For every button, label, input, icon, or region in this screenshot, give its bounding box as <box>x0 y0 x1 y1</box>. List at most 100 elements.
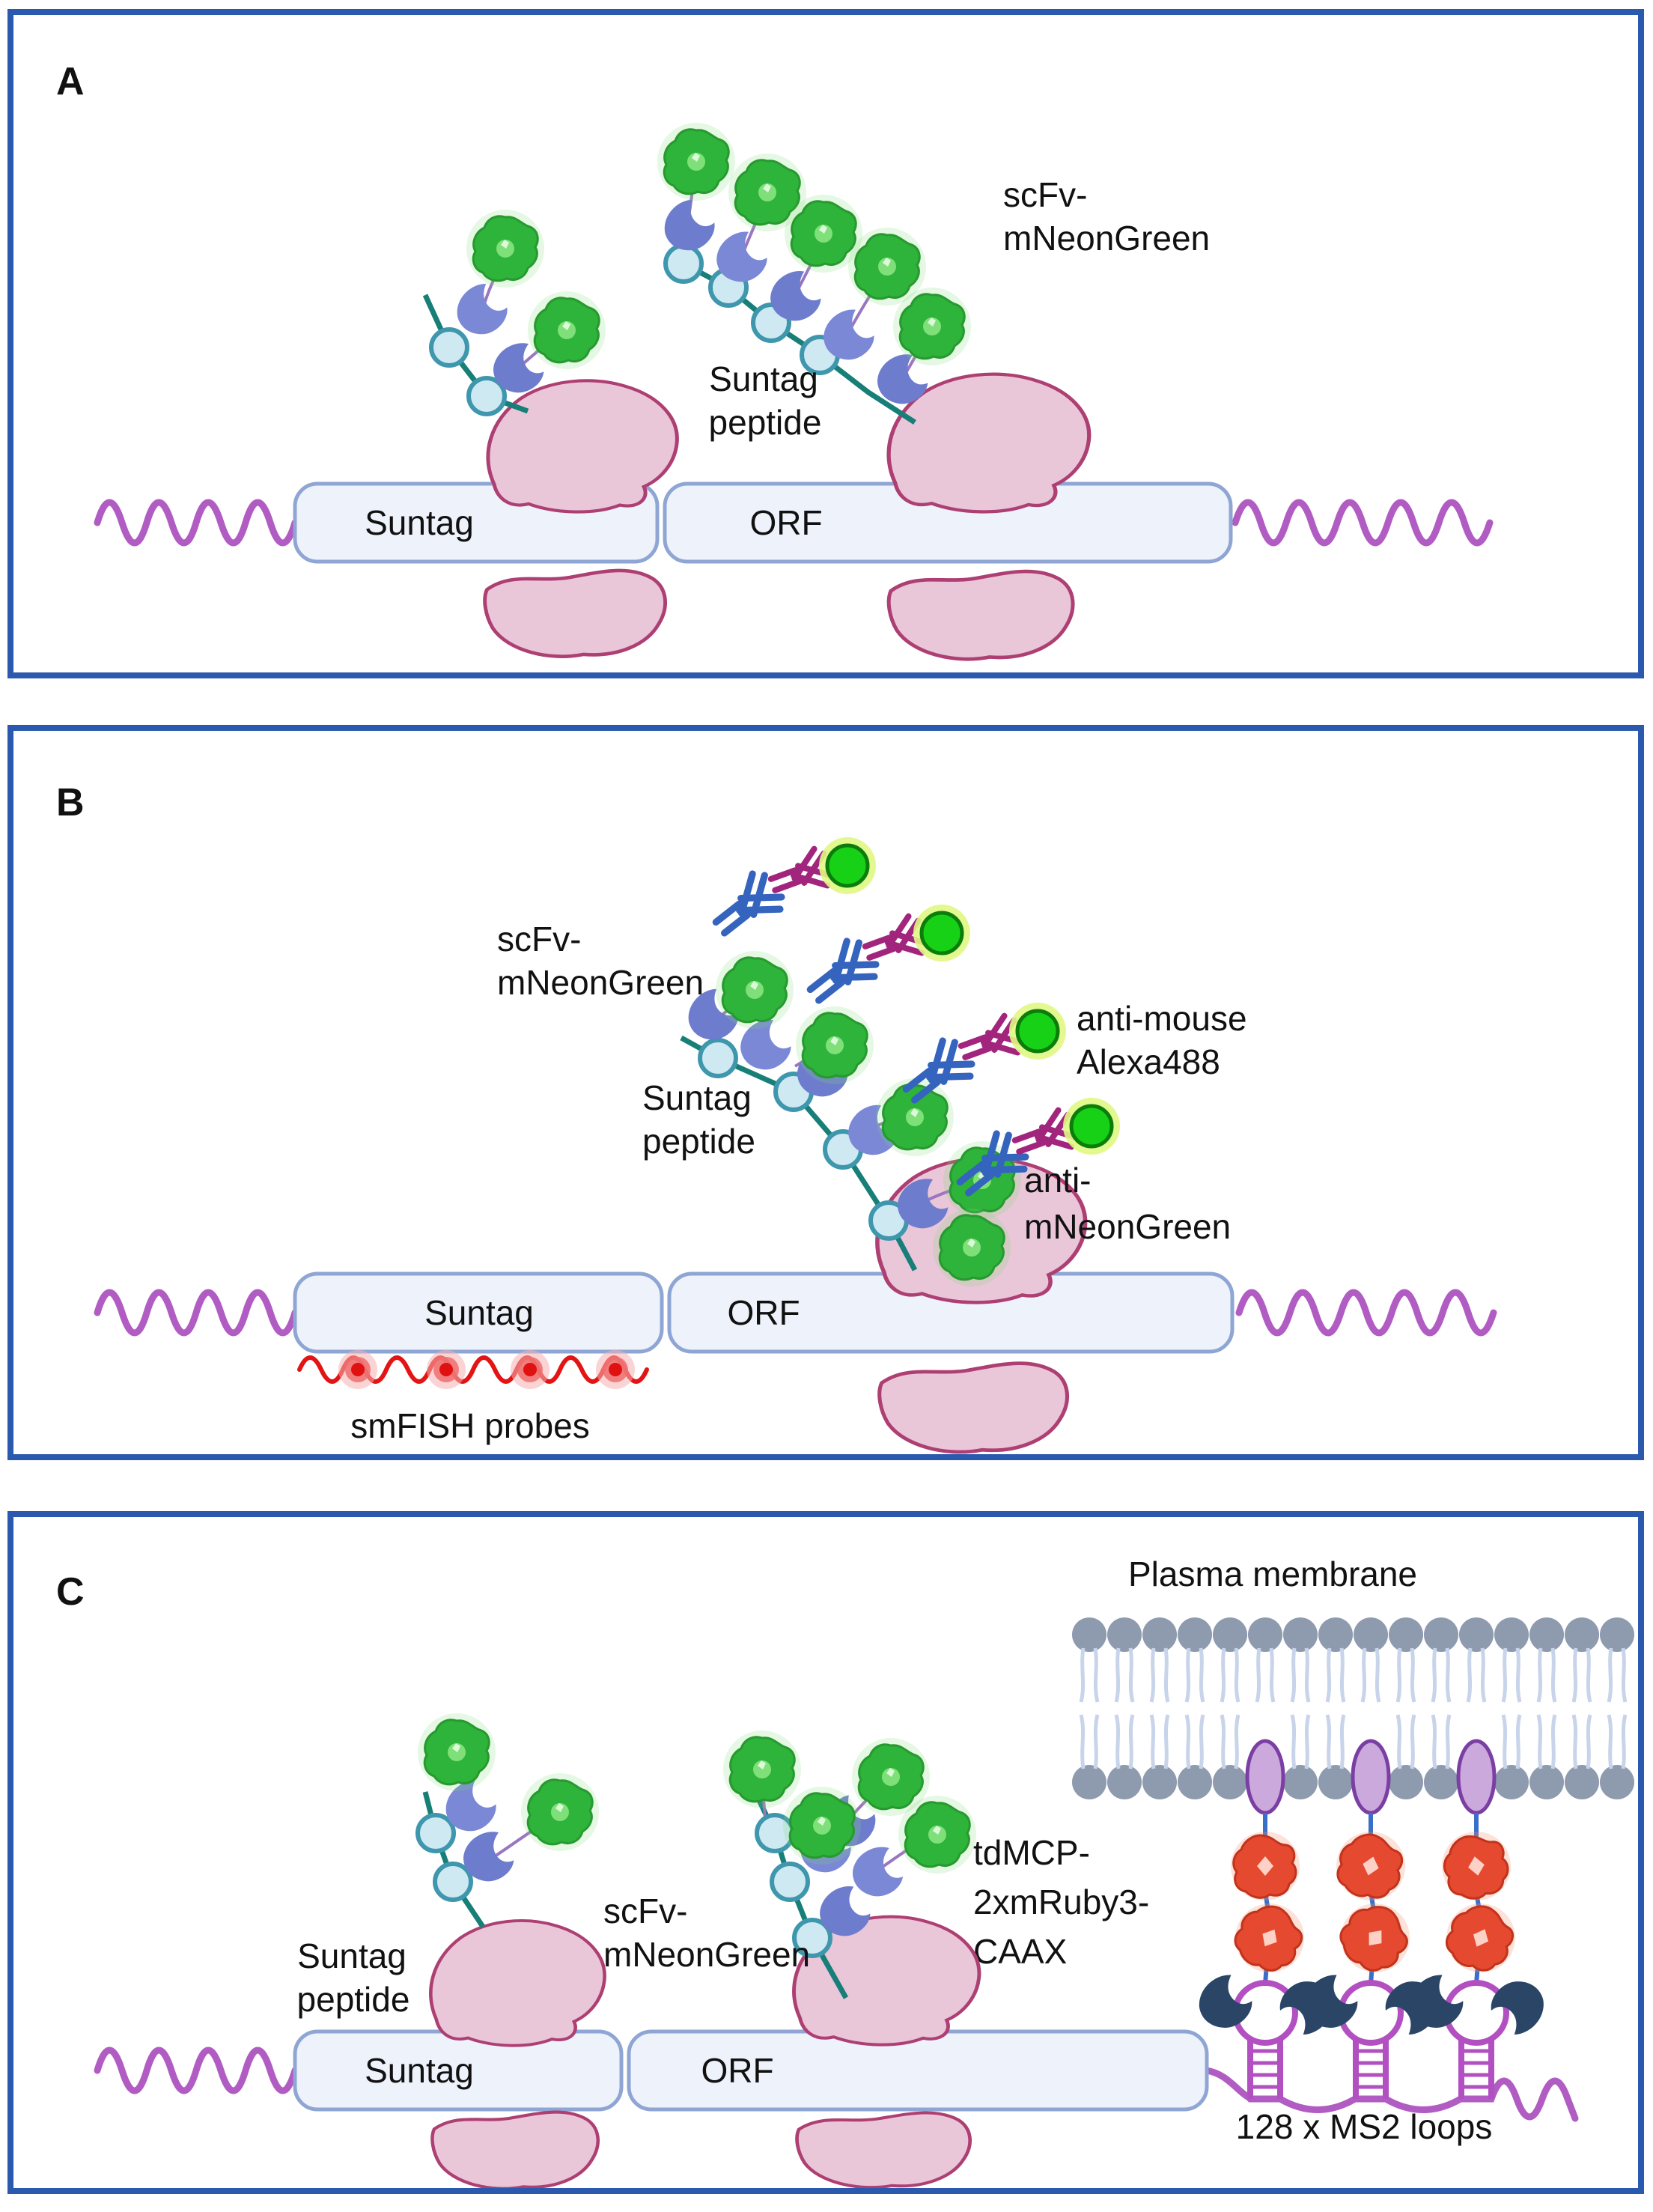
tdmcp-mruby3-caax-chain <box>1221 1739 1528 1988</box>
mneongreen-blob <box>874 1077 955 1158</box>
suntag-peptide-label: Suntag peptide <box>297 1936 410 2019</box>
scfv-crescent <box>847 1843 907 1901</box>
smfish-probe-dot <box>596 1350 635 1389</box>
caax-anchor <box>1351 1739 1391 1815</box>
orf-box-label: ORF <box>749 503 822 542</box>
tdmcp-label-line1: tdMCP- <box>973 1833 1090 1872</box>
plasma-membrane-label: Plasma membrane <box>1128 1555 1417 1593</box>
suntag-box-label: Suntag <box>424 1293 534 1332</box>
mrna-squiggle-left <box>94 499 299 547</box>
caax-anchor <box>1245 1739 1285 1815</box>
mneongreen-blob <box>656 121 737 202</box>
scfv-mneongreen-label: scFv- mNeonGreen <box>603 1892 810 1974</box>
alexa488-dye <box>913 905 970 961</box>
peptide-bead <box>772 1864 808 1900</box>
suntag-peptide-label-line1: Suntag <box>709 359 818 398</box>
suntag-peptide-chain <box>416 1712 600 1928</box>
alexa488-dye <box>819 837 876 894</box>
mneongreen-blob <box>892 286 972 367</box>
smfish-label: smFISH probes <box>350 1406 590 1445</box>
mruby3-blob <box>1325 1888 1425 1988</box>
anti-mouse-label-line1: anti-mouse <box>1077 999 1247 1038</box>
panel-b: B Suntag ORF smFISH probes <box>7 725 1644 1460</box>
suntag-box-label: Suntag <box>365 2051 474 2090</box>
scfv-label-line1: scFv- <box>603 1892 687 1930</box>
mneongreen-blob <box>722 1729 803 1810</box>
anti-mneongreen-label: anti- mNeonGreen <box>1024 1161 1231 1246</box>
mneongreen-blob <box>465 208 546 289</box>
mruby3-blob <box>1435 1825 1517 1907</box>
suntag-peptide-label: Suntag peptide <box>709 359 822 442</box>
anti-mneongreen-label-line2: mNeonGreen <box>1024 1207 1231 1246</box>
alexa488-dye <box>1009 1003 1066 1060</box>
scfv-mneongreen-label: scFv- mNeonGreen <box>497 920 704 1002</box>
suntag-box <box>293 1271 664 1354</box>
mcp-blob <box>1483 1972 1554 2042</box>
panel-c: C Plasma membrane <box>7 1511 1644 2194</box>
mruby3-blob <box>1221 1889 1318 1987</box>
mrna-squiggle-right <box>1235 1289 1497 1337</box>
peptide-bead <box>435 1864 471 1900</box>
ms2-loops-label: 128 x MS2 loops <box>1236 2107 1493 2146</box>
mrna-squiggle-left <box>94 1289 299 1337</box>
panel-a-letter: A <box>56 60 85 103</box>
panel-c-graphic: C Plasma membrane <box>56 1555 1638 2188</box>
suntag-peptide-chain <box>655 121 972 425</box>
mruby3-blob <box>1434 1891 1528 1985</box>
suntag-peptide-label-line1: Suntag <box>642 1078 752 1117</box>
orf-box-label: ORF <box>701 2051 773 2090</box>
peptide-bead <box>700 1040 736 1076</box>
panel-a: A Suntag ORF <box>7 9 1644 678</box>
mruby3-blob <box>1229 1830 1301 1902</box>
antibody-complex <box>801 905 970 1012</box>
panel-c-letter: C <box>56 1570 85 1614</box>
tdmcp-label-line3: CAAX <box>973 1932 1067 1971</box>
tdmcp-label-line2: 2xmRuby3- <box>973 1883 1149 1921</box>
antibody-complex <box>897 1003 1066 1112</box>
scfv-label-line2: mNeonGreen <box>603 1935 810 1974</box>
mneongreen-blob <box>794 1005 875 1086</box>
anti-mouse-label-line2: Alexa488 <box>1077 1042 1220 1081</box>
mneongreen-blob <box>931 1207 1012 1288</box>
mneongreen-blob <box>714 949 795 1030</box>
antibody-complex <box>707 837 876 945</box>
suntag-peptide-chain <box>722 1729 978 1999</box>
panel-b-graphic: B Suntag ORF smFISH probes <box>56 781 1497 1454</box>
scfv-crescent <box>655 193 722 260</box>
panel-b-letter: B <box>56 781 85 824</box>
mneongreen-blob <box>416 1712 497 1793</box>
smfish-probe-dot <box>511 1350 550 1389</box>
suntag-peptide-label-line1: Suntag <box>297 1936 407 1975</box>
mrna-ms2-line <box>1203 2067 1579 2122</box>
suntag-peptide-label-line2: peptide <box>709 403 822 442</box>
mruby3-blob <box>1327 1823 1414 1909</box>
suntag-peptide-label: Suntag peptide <box>642 1078 755 1161</box>
anti-mneongreen-label-line1: anti- <box>1024 1161 1091 1200</box>
mneongreen-blob <box>526 290 607 371</box>
smfish-probe-dot <box>427 1350 466 1389</box>
suntag-peptide-chain <box>422 208 607 414</box>
mneongreen-blob <box>520 1772 600 1853</box>
peptide-bead <box>666 246 701 282</box>
suntag-peptide-label-line2: peptide <box>297 1980 410 2019</box>
panel-a-graphic: A Suntag ORF <box>56 60 1494 672</box>
scfv-mneongreen-label: scFv- mNeonGreen <box>1003 175 1210 258</box>
peptide-bead <box>418 1815 454 1851</box>
scfv-label-line1: scFv- <box>497 920 581 958</box>
scfv-label-line2: mNeonGreen <box>1003 219 1210 258</box>
mneongreen-blob <box>782 1785 862 1866</box>
smfish-probes <box>297 1350 649 1389</box>
scfv-label-line1: scFv- <box>1003 175 1087 214</box>
suntag-peptide-label-line2: peptide <box>642 1122 755 1161</box>
scfv-label-line2: mNeonGreen <box>497 963 704 1002</box>
orf-box-label: ORF <box>727 1293 800 1332</box>
mrna-squiggle-left <box>94 2047 299 2094</box>
smfish-probe-dot <box>338 1350 377 1389</box>
mneongreen-blob <box>897 1794 978 1875</box>
mrna-squiggle-right <box>1232 499 1494 547</box>
alexa488-dye <box>1063 1098 1120 1155</box>
anti-mouse-alexa488-label: anti-mouse Alexa488 <box>1077 999 1247 1081</box>
tdmcp-label: tdMCP- 2xmRuby3- CAAX <box>973 1833 1149 1971</box>
peptide-bead <box>431 329 467 365</box>
suntag-box-label: Suntag <box>365 503 474 542</box>
